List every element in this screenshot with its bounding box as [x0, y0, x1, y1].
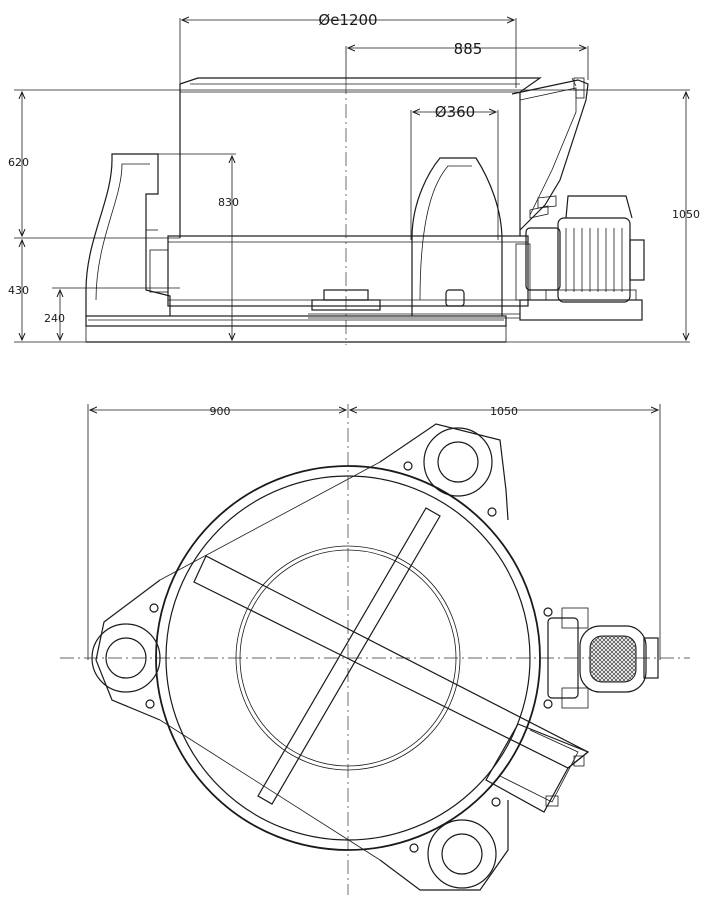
bolts — [145, 461, 553, 853]
dim-430-label: 430 — [8, 284, 29, 297]
discharge-chute — [193, 555, 590, 813]
dim-830-label: 830 — [218, 196, 239, 209]
dim-620-label: 620 — [8, 156, 29, 169]
lid-chute — [511, 77, 589, 231]
damper-bottom — [427, 819, 497, 889]
dim-hub-diameter-label: Ø360 — [435, 103, 475, 121]
right-foot — [411, 157, 503, 316]
side-view: Øe1200 885 Ø360 620 430 240 830 — [8, 11, 700, 345]
dim-hub-diameter: Ø360 — [413, 103, 496, 121]
dim-1050-top-label: 1050 — [490, 405, 518, 418]
dim-900-label: 900 — [210, 405, 231, 418]
top-view: 900 1050 — [60, 404, 690, 895]
dim-885: 885 — [348, 40, 586, 58]
dim-bowl-diameter: Øe1200 — [182, 11, 514, 29]
dim-bowl-diameter-label: Øe1200 — [318, 11, 377, 29]
dim-885-label: 885 — [454, 40, 483, 58]
base-beam — [149, 235, 529, 307]
motor — [515, 195, 645, 321]
triangular-base — [95, 423, 509, 891]
left-foot — [85, 153, 171, 316]
bowl-outer — [155, 465, 541, 851]
bowl-inner — [235, 545, 461, 771]
bowl-casing — [179, 77, 542, 238]
drive-pulley — [308, 289, 520, 319]
motor-top — [547, 607, 659, 709]
damper-left — [91, 623, 161, 693]
dim-900: 900 — [90, 405, 346, 418]
dim-240-label: 240 — [44, 312, 65, 325]
dim-1050-top: 1050 — [350, 405, 658, 418]
cross-bar — [257, 507, 441, 805]
base-plate — [85, 315, 507, 343]
dim-1050-label: 1050 — [672, 208, 700, 221]
damper-top — [423, 427, 493, 497]
